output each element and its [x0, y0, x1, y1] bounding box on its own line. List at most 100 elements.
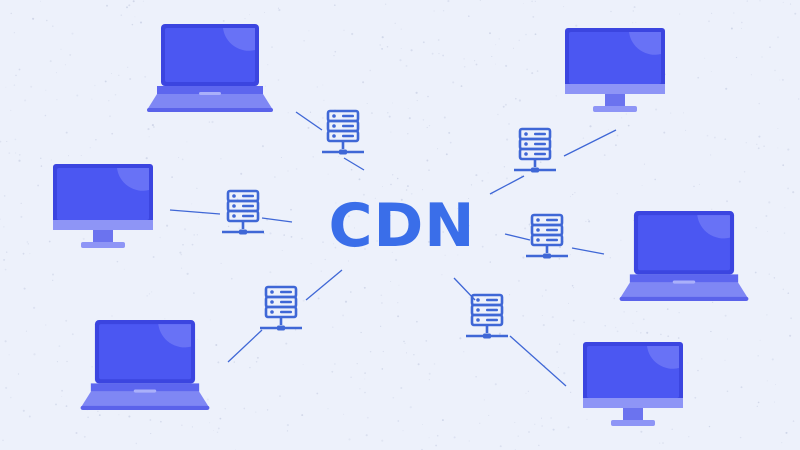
- speckle: [335, 202, 337, 204]
- speckle: [6, 140, 8, 143]
- speckle: [220, 158, 222, 160]
- speckle: [365, 434, 368, 437]
- speckle: [403, 340, 405, 343]
- speckle: [468, 296, 470, 299]
- speckle: [616, 330, 619, 333]
- speckle: [388, 115, 391, 118]
- speckle: [541, 295, 543, 297]
- speckle: [459, 337, 462, 340]
- speckle: [415, 91, 418, 94]
- speckle: [259, 211, 261, 213]
- speckle: [61, 389, 63, 392]
- speckle: [654, 178, 656, 181]
- speckle: [395, 258, 398, 262]
- speckle: [475, 174, 478, 177]
- speckle: [518, 99, 521, 102]
- speckle: [89, 147, 91, 149]
- speckle: [428, 379, 430, 381]
- speckle: [509, 294, 511, 296]
- speckle: [20, 215, 23, 218]
- speckle: [55, 403, 57, 406]
- speckle: [766, 380, 768, 382]
- speckle: [404, 342, 406, 344]
- speckle: [693, 185, 695, 188]
- speckle: [52, 279, 54, 281]
- speckle: [540, 417, 543, 419]
- speckle: [13, 32, 15, 34]
- speckle: [45, 324, 47, 326]
- speckle: [641, 184, 643, 186]
- speckle: [551, 316, 554, 319]
- speckle: [364, 378, 366, 380]
- speckle: [29, 253, 31, 255]
- speckle: [740, 27, 742, 29]
- server-icon: [258, 285, 304, 332]
- speckle: [528, 431, 530, 433]
- speckle: [559, 246, 562, 249]
- speckle: [22, 409, 25, 412]
- speckle: [13, 84, 16, 86]
- speckle: [523, 3, 524, 4]
- speckle: [364, 372, 366, 374]
- speckle: [505, 64, 508, 67]
- speckle: [66, 360, 68, 363]
- speckle: [782, 1, 784, 3]
- speckle: [350, 168, 353, 171]
- speckle: [438, 53, 440, 55]
- speckle: [447, 0, 450, 3]
- speckle: [333, 55, 335, 57]
- speckle: [571, 284, 574, 287]
- speckle: [387, 112, 389, 114]
- speckle: [640, 430, 643, 433]
- speckle: [164, 318, 166, 320]
- speckle: [694, 396, 697, 399]
- speckle: [667, 335, 670, 338]
- speckle: [275, 283, 277, 285]
- speckle: [733, 12, 735, 14]
- speckle: [14, 138, 17, 141]
- speckle: [431, 52, 434, 55]
- speckle: [381, 186, 383, 188]
- speckle: [294, 329, 297, 331]
- speckle: [615, 326, 617, 329]
- speckle: [531, 0, 533, 3]
- speckle: [621, 117, 623, 119]
- speckle: [623, 311, 625, 313]
- speckle: [616, 193, 618, 195]
- speckle: [26, 241, 29, 243]
- speckle: [186, 141, 188, 143]
- speckle: [494, 383, 497, 386]
- speckle: [769, 46, 771, 48]
- speckle: [148, 136, 150, 138]
- speckle: [400, 198, 403, 201]
- speckle: [545, 289, 547, 291]
- speckle: [505, 177, 508, 180]
- speckle: [261, 145, 264, 148]
- speckle: [789, 3, 792, 5]
- laptop-icon: [147, 24, 273, 112]
- speckle: [208, 121, 210, 123]
- speckle: [495, 44, 497, 46]
- speckle: [777, 147, 779, 149]
- speckle: [746, 0, 748, 2]
- speckle: [585, 220, 587, 222]
- speckle: [726, 390, 729, 393]
- speckle: [181, 424, 183, 426]
- speckle: [583, 321, 586, 324]
- speckle: [659, 442, 661, 444]
- speckle: [213, 430, 214, 431]
- speckle: [781, 78, 784, 81]
- speckle: [522, 314, 525, 317]
- speckle: [697, 76, 700, 79]
- speckle: [697, 369, 699, 372]
- speckle: [452, 81, 455, 84]
- speckle: [427, 95, 429, 98]
- speckle: [792, 191, 795, 194]
- speckle: [787, 187, 790, 190]
- speckle: [616, 134, 619, 137]
- speckle: [743, 171, 746, 173]
- speckle: [725, 200, 729, 203]
- speckle: [679, 13, 681, 15]
- speckle: [789, 334, 792, 337]
- speckle: [37, 184, 39, 187]
